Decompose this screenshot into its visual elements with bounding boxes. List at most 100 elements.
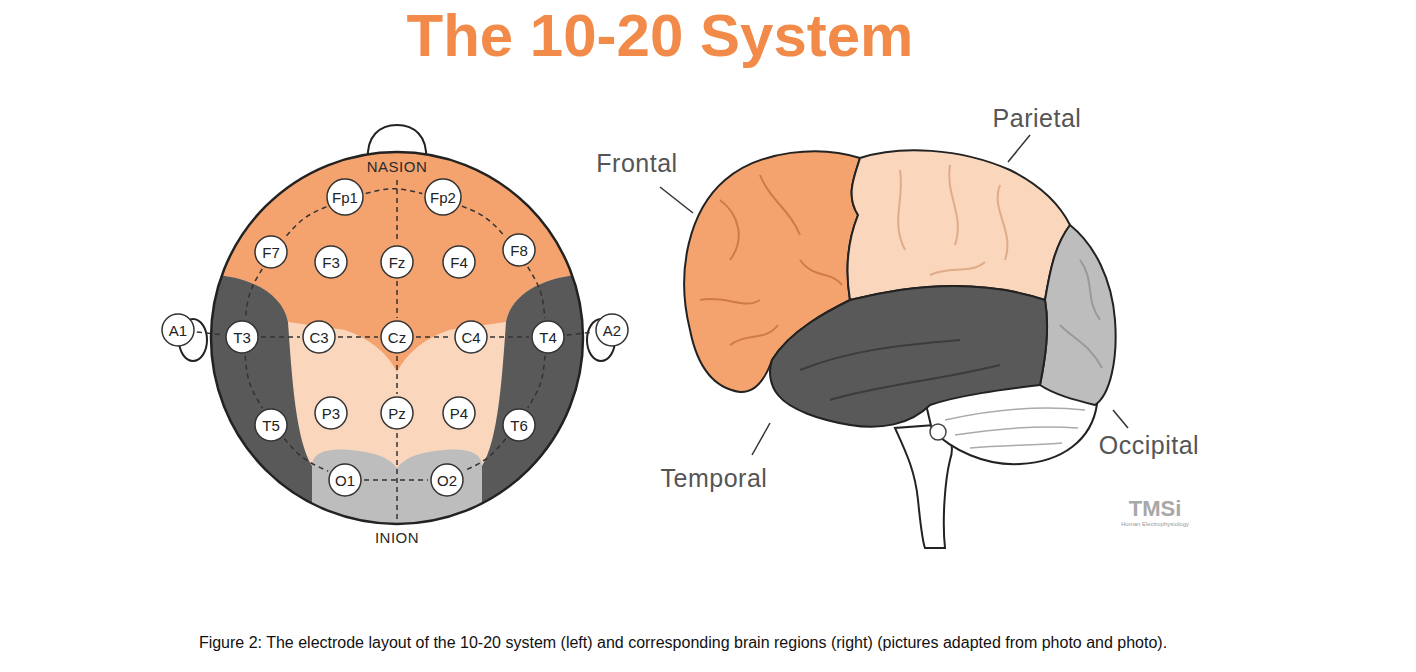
cerebellum-fold (955, 427, 1078, 435)
electrode-label: T6 (510, 418, 528, 433)
electrode-ring (503, 409, 535, 441)
temporal-region (482, 274, 614, 540)
gyrus-line (1080, 260, 1100, 320)
cerebellum-fold (970, 443, 1062, 448)
electrode-ring (329, 464, 361, 496)
temporal-lobe (770, 286, 1047, 427)
gyrus-line (1060, 325, 1102, 368)
electrode-label: T5 (262, 418, 280, 433)
figure-caption: Figure 2: The electrode layout of the 10… (199, 635, 1167, 651)
electrode-circle: F4 (442, 245, 476, 279)
gyrus-line (830, 365, 1000, 400)
gyrus-line (800, 340, 960, 370)
electrode-circle: O1 (328, 463, 362, 497)
gyrus-line (898, 170, 905, 250)
electrode-label: F4 (450, 255, 468, 270)
dashed-connector (528, 356, 545, 408)
electrode-label: F8 (510, 243, 528, 258)
electrode-label: C4 (461, 330, 480, 345)
frontal-region (180, 140, 614, 372)
electrode-label: Fz (389, 255, 406, 270)
gyrus-line (700, 299, 760, 304)
electrode-ring (503, 234, 535, 266)
dashed-connector (462, 206, 505, 237)
gyrus-line (800, 260, 842, 285)
head-map (179, 125, 615, 540)
gyrus-line (720, 200, 739, 260)
dashed-connector (284, 439, 328, 472)
dashed-connector (528, 267, 545, 318)
region-label: Temporal (661, 464, 768, 493)
dashed-connector (490, 336, 529, 338)
midline-dashed (396, 433, 398, 521)
dashed-connector (284, 207, 326, 239)
electrode-ring (226, 321, 258, 353)
electrode-ring (381, 246, 413, 278)
brainstem (895, 425, 952, 548)
electrode-ring (255, 236, 287, 268)
dashed-connector (366, 189, 423, 194)
dashed-connector (396, 356, 398, 394)
region-label: Occipital (1099, 431, 1199, 460)
electrode-ring (443, 397, 475, 429)
electrode-circle: T4 (531, 320, 565, 354)
region-label: Parietal (993, 104, 1082, 133)
page-title: The 10-20 System (407, 6, 914, 66)
dashed-connector (338, 336, 378, 338)
dashed-connector (416, 336, 452, 338)
electrode-ring (455, 321, 487, 353)
electrode-circle: Cz (380, 320, 414, 354)
occipital-lobe (1040, 225, 1116, 405)
electrode-ring (162, 314, 194, 346)
electrode-label: Cz (388, 330, 406, 345)
dashed-connector (197, 332, 223, 335)
electrode-circle: F8 (502, 233, 536, 267)
landmark-label: INION (375, 529, 419, 546)
electrode-circle: Fz (380, 245, 414, 279)
electrode-circle: F7 (254, 235, 288, 269)
electrode-label: P4 (450, 406, 468, 421)
electrode-ring (532, 321, 564, 353)
dashed-connector (245, 269, 262, 318)
landmark-label: NASION (367, 158, 428, 175)
electrode-ring (255, 409, 287, 441)
electrode-ring (425, 179, 461, 215)
electrode-label: T4 (539, 330, 557, 345)
electrode-circle: Fp2 (424, 178, 462, 216)
electrode-ring (315, 397, 347, 429)
electrode-ring (303, 321, 335, 353)
gyrus-line (760, 175, 800, 235)
electrode-circle: F3 (314, 245, 348, 279)
brain-illustration (660, 135, 1128, 548)
dashed-connector (364, 479, 428, 481)
electrode-ring (381, 321, 413, 353)
electrode-circle: Pz (380, 396, 414, 430)
frontal-gyri (700, 175, 842, 345)
electrode-ring (327, 179, 363, 215)
occipital-gyri (1060, 260, 1102, 368)
leader-line (752, 423, 770, 455)
electrode-circle: C3 (302, 320, 336, 354)
region-label: Frontal (596, 149, 677, 178)
leader-line (1008, 135, 1030, 162)
electrode-circle: C4 (454, 320, 488, 354)
electrode-label: Fp1 (332, 190, 358, 205)
electrode-label: A1 (169, 323, 187, 338)
electrode-label: P3 (322, 406, 340, 421)
electrode-circle: T6 (502, 408, 536, 442)
electrode-label: Fp2 (430, 190, 456, 205)
watermark: Human Electrophysiology (1121, 521, 1189, 528)
electrode-ring (431, 464, 463, 496)
electrode-label: O1 (335, 473, 355, 488)
electrode-ring (381, 397, 413, 429)
electrode-ring (596, 314, 628, 346)
parietal-lobe (848, 150, 1070, 300)
gyrus-line (730, 325, 778, 345)
gyrus-line (949, 165, 958, 245)
gyrus-line (930, 262, 985, 275)
electrode-label: O2 (437, 473, 457, 488)
temporal-gyri (800, 340, 1000, 400)
